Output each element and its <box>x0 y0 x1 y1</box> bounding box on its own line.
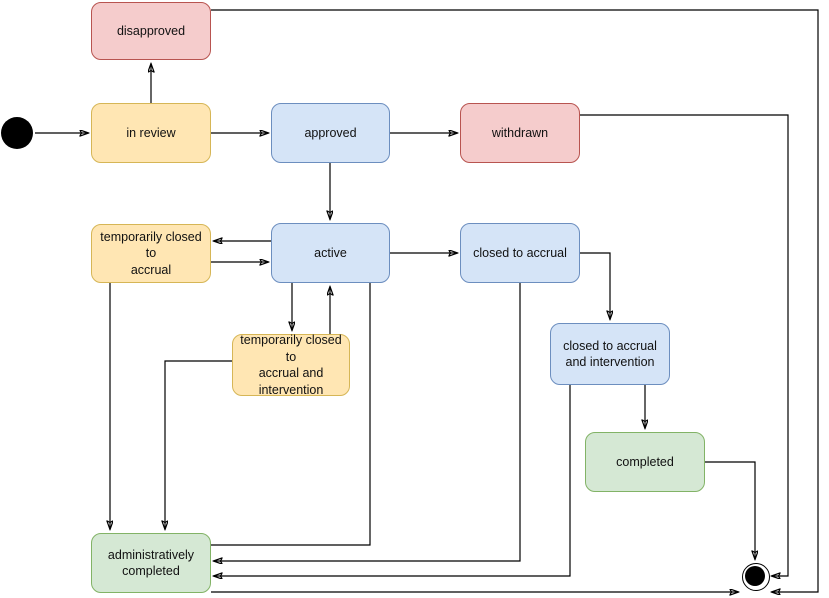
state-label: temporarily closed to accrual and interv… <box>240 333 342 397</box>
edge-closed-to-accrual-to-admin-completed <box>214 283 521 561</box>
initial-state-node[interactable] <box>1 117 33 149</box>
edge-completed-to-final <box>705 461 755 559</box>
edge-closed-accrual-intervention-to-admin-completed <box>214 385 571 576</box>
state-node-disapproved[interactable]: disapproved <box>91 2 211 60</box>
state-node-closed-to-accrual[interactable]: closed to accrual <box>460 223 580 283</box>
state-label: administratively completed <box>107 547 195 579</box>
state-node-active[interactable]: active <box>271 223 390 283</box>
state-label: approved <box>304 125 357 140</box>
edge-closed-to-accrual-to-closed-accrual-intervention <box>580 252 610 319</box>
edge-active-to-admin-completed <box>211 283 371 546</box>
final-state-ring <box>742 563 770 591</box>
state-label: disapproved <box>116 23 186 38</box>
state-label: in review <box>126 125 176 140</box>
state-node-temporarily-closed-to-accrual-and-intervention[interactable]: temporarily closed to accrual and interv… <box>232 333 350 397</box>
state-node-completed[interactable]: completed <box>585 432 705 492</box>
state-node-approved[interactable]: approved <box>271 103 390 163</box>
edge-temporarily-closed-accrual-intervention-to-admin-completed <box>165 360 232 529</box>
state-node-temporarily-closed-to-accrual[interactable]: temporarily closed to accrual <box>91 224 211 283</box>
state-label: withdrawn <box>491 125 549 140</box>
final-state-node[interactable] <box>745 566 765 586</box>
state-node-administratively-completed[interactable]: administratively completed <box>91 533 211 593</box>
state-node-in-review[interactable]: in review <box>91 103 211 163</box>
state-node-withdrawn[interactable]: withdrawn <box>460 103 580 163</box>
state-label: completed <box>616 454 674 469</box>
state-label: closed to accrual and intervention <box>563 338 657 370</box>
edge-disapproved-to-final <box>211 9 819 592</box>
state-label: closed to accrual <box>473 245 567 260</box>
state-node-closed-to-accrual-and-intervention[interactable]: closed to accrual and intervention <box>550 323 670 385</box>
state-label: active <box>314 245 347 260</box>
state-label: temporarily closed to accrual <box>100 229 202 277</box>
